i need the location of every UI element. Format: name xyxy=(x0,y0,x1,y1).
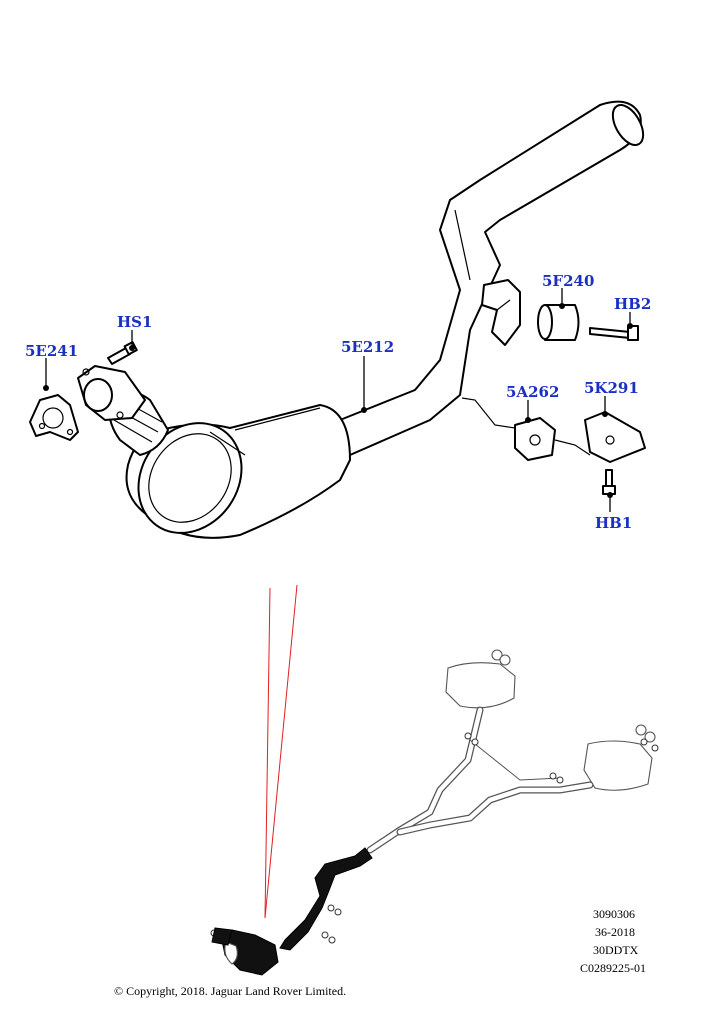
callout-labels: 5E241 HS1 5E212 5F240 HB2 5A262 5K291 HB… xyxy=(25,272,651,532)
bracket-5k291-hole xyxy=(605,435,615,445)
tailpipe-tip-right xyxy=(635,724,647,736)
exhaust-pipe-5E212[interactable] xyxy=(339,100,642,456)
system-overview xyxy=(210,649,659,976)
leader-dot-5F240 xyxy=(559,303,565,309)
leader-dot-HB2 xyxy=(627,323,633,329)
front-exhaust-assembly xyxy=(29,100,646,539)
bracket-5a262-hole xyxy=(529,434,541,446)
callout-HB2[interactable]: HB2 xyxy=(614,295,651,313)
gasket-opening xyxy=(42,407,64,429)
overview-highlight-coupling xyxy=(211,927,233,946)
bracket-5K291[interactable] xyxy=(584,411,646,463)
flange-bolt-hole xyxy=(116,411,124,419)
locator-lines xyxy=(264,584,298,919)
insulator-face xyxy=(537,304,553,340)
converter-face-inner xyxy=(148,433,232,523)
callout-leaders xyxy=(43,288,633,512)
callout-5A262[interactable]: 5A262 xyxy=(506,383,559,401)
pipe-hanger-bracket xyxy=(481,279,521,346)
callout-5E212[interactable]: 5E212 xyxy=(341,338,394,356)
reference-line-3: 30DDTX xyxy=(593,943,639,957)
overview-hanger-wire xyxy=(469,739,561,781)
flange-bolt-hole xyxy=(82,368,90,376)
copyright-notice: © Copyright, 2018. Jaguar Land Rover Lim… xyxy=(114,984,346,998)
rear-muffler-left xyxy=(445,662,516,709)
tailpipe-tip-left xyxy=(491,649,503,661)
reference-line-1: 3090306 xyxy=(593,907,635,921)
overview-pipe-right-inner xyxy=(397,782,593,835)
gasket-5E241[interactable] xyxy=(29,394,79,441)
callout-HS1[interactable]: HS1 xyxy=(117,313,152,331)
gasket-bolt-hole xyxy=(66,428,74,436)
overview-highlight-pipe xyxy=(279,847,373,951)
rear-muffler-right xyxy=(583,740,653,791)
callout-5F240[interactable]: 5F240 xyxy=(542,272,594,290)
converter-seam xyxy=(209,407,321,456)
callout-HB1[interactable]: HB1 xyxy=(595,514,632,532)
leader-dot-5E241 xyxy=(43,385,49,391)
reference-line-2: 36-2018 xyxy=(595,925,635,939)
hanger-rod-2 xyxy=(554,439,591,456)
callout-5K291[interactable]: 5K291 xyxy=(584,379,639,397)
hanger-fold xyxy=(496,299,511,311)
pipe-contour-line xyxy=(454,209,471,281)
gasket-bolt-hole xyxy=(38,422,46,430)
pipe-outlet-end xyxy=(611,104,645,146)
callout-5E241[interactable]: 5E241 xyxy=(25,342,78,360)
leader-dot-5E212 xyxy=(361,407,367,413)
leader-dot-HB1 xyxy=(607,492,613,498)
hanger-rod xyxy=(461,397,516,429)
inlet-flange-opening xyxy=(83,378,113,412)
overview-converter-face xyxy=(224,941,238,965)
overview-highlight-converter xyxy=(221,929,279,976)
bolt-HB2[interactable] xyxy=(589,327,631,339)
insulator-bracket-5A262[interactable] xyxy=(514,417,556,461)
reference-block: 3090306 36-2018 30DDTX C0289225-01 xyxy=(580,907,646,975)
leader-dot-HS1 xyxy=(129,345,135,351)
tailpipe-tip-left-2 xyxy=(499,654,511,666)
leader-dot-5K291 xyxy=(602,411,608,417)
locator-line-left xyxy=(264,587,271,919)
tailpipe-tip-right-2 xyxy=(644,731,656,743)
reference-line-4: C0289225-01 xyxy=(580,961,646,975)
overview-pipe-left-inner xyxy=(367,707,483,853)
leader-dot-5A262 xyxy=(525,417,531,423)
locator-line-right xyxy=(264,584,298,919)
